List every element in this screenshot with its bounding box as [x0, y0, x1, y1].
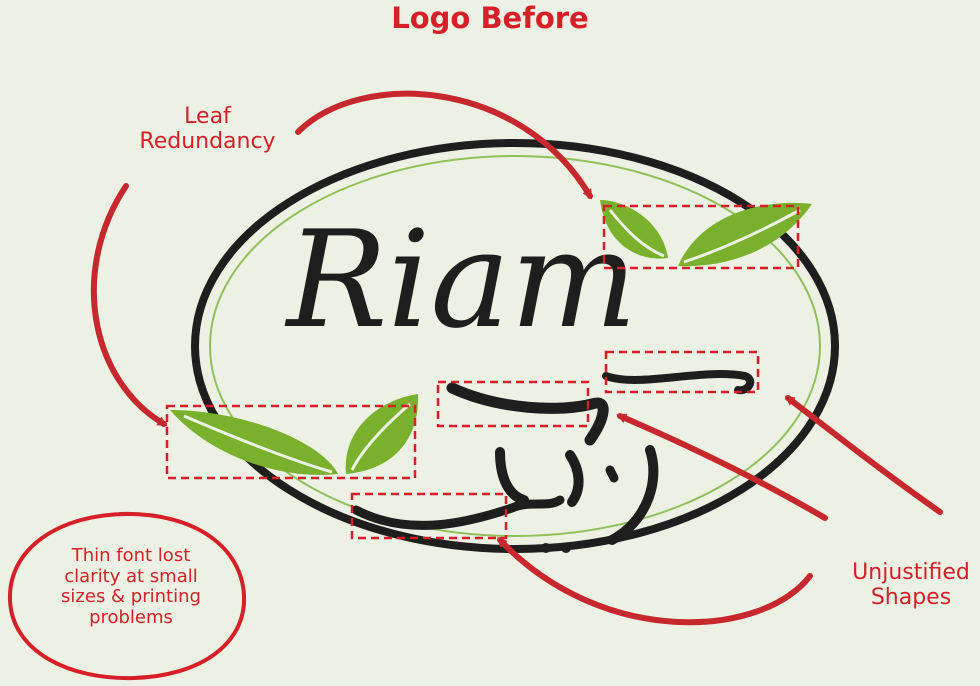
annotation-arrows: [90, 90, 943, 626]
highlight-box-leaf-top: [602, 204, 800, 270]
annotation-line: Redundancy: [139, 129, 276, 155]
highlight-boxes: [165, 204, 800, 540]
arrow-unjust-2: [784, 395, 943, 515]
page-title: Logo Before: [391, 1, 589, 35]
logo-arabic-wordmark: [351, 370, 755, 553]
arrow-leaf-top: [295, 90, 593, 200]
annotation-line: Unjustified: [852, 560, 970, 585]
thin-font-circle: [7, 511, 247, 681]
arrow-leaf-left: [90, 183, 168, 427]
arrow-unjust-1: [616, 413, 828, 521]
annotation-unjustified-shapes: Unjustified Shapes: [836, 560, 980, 611]
annotation-leaf-redundancy: Leaf Redundancy: [120, 104, 295, 155]
annotation-line: clarity at small: [64, 565, 198, 587]
annotation-line: Leaf: [184, 104, 231, 129]
logo-inner-ring: [209, 155, 821, 537]
annotation-line: sizes & printing: [61, 586, 201, 608]
arrow-unjust-3: [497, 537, 813, 626]
highlight-box-stroke-bottom: [350, 492, 508, 540]
logo-outer-ring: [191, 139, 839, 553]
annotation-line: problems: [89, 607, 173, 629]
highlight-box-stroke-right: [604, 350, 760, 394]
annotation-thin-font: Thin font lost clarity at small sizes & …: [26, 545, 236, 629]
highlight-box-leaf-left: [165, 404, 417, 480]
annotation-line: Thin font lost: [71, 545, 191, 566]
leaf-pair-top: [600, 200, 812, 267]
annotation-line: Shapes: [870, 585, 952, 611]
leaf-pair-left: [170, 394, 419, 475]
leaf-shape: [678, 202, 812, 267]
highlight-box-stroke-middle: [436, 380, 590, 428]
logo-latin-wordmark: Riam: [284, 202, 638, 358]
leaf-shape: [600, 200, 668, 259]
